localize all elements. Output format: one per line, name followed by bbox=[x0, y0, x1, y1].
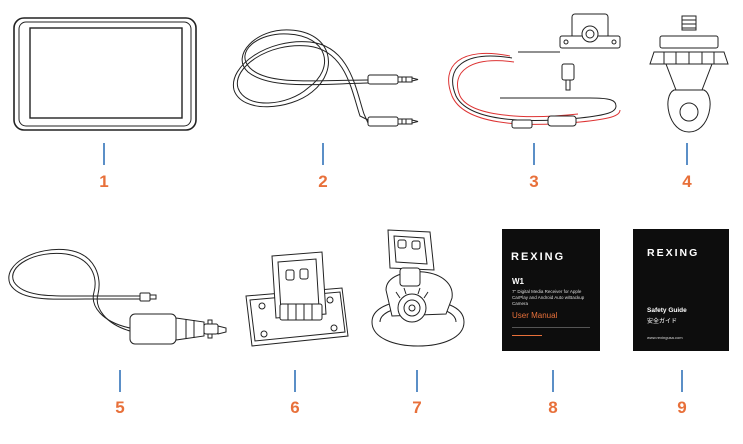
adapter-mount-illustration bbox=[644, 14, 734, 142]
leader-line-5 bbox=[119, 370, 121, 392]
item-number-3: 3 bbox=[529, 172, 539, 191]
leader-line-1 bbox=[103, 143, 105, 165]
item-number-9: 9 bbox=[677, 398, 687, 417]
car-charger-illustration bbox=[6, 248, 238, 354]
display-illustration bbox=[12, 16, 198, 132]
item-number-7: 7 bbox=[412, 398, 422, 417]
manual-brand: REXING bbox=[511, 251, 566, 263]
leader-line-3 bbox=[533, 143, 535, 165]
manual-model: W1 bbox=[512, 277, 524, 286]
item-number-6: 6 bbox=[290, 398, 300, 417]
leader-line-6 bbox=[294, 370, 296, 392]
safety-title: Safety Guide bbox=[647, 307, 687, 314]
leader-line-7 bbox=[416, 370, 418, 392]
manual-accent-line bbox=[512, 335, 542, 336]
adhesive-mount-illustration bbox=[242, 240, 352, 352]
suction-mount-illustration bbox=[366, 226, 470, 350]
item-number-8: 8 bbox=[548, 398, 558, 417]
item-number-4: 4 bbox=[682, 172, 692, 191]
manual-description: 7" Digital Media Receiver for Apple CarP… bbox=[512, 289, 585, 306]
leader-line-8 bbox=[552, 370, 554, 392]
safety-subtitle: 安全ガイド bbox=[647, 318, 678, 325]
safety-url: www.rexingusa.com bbox=[647, 335, 683, 340]
leader-line-9 bbox=[681, 370, 683, 392]
leader-line-4 bbox=[686, 143, 688, 165]
leader-line-2 bbox=[322, 143, 324, 165]
backup-camera-illustration bbox=[440, 6, 640, 138]
safety-brand: REXING bbox=[647, 247, 700, 259]
safety-guide-booklet: REXING Safety Guide 安全ガイド www.rexingusa.… bbox=[633, 229, 729, 351]
item-number-5: 5 bbox=[115, 398, 125, 417]
manual-title: User Manual bbox=[512, 311, 558, 320]
item-number-1: 1 bbox=[99, 172, 109, 191]
manual-divider bbox=[512, 327, 590, 328]
user-manual-booklet: REXING W1 7" Digital Media Receiver for … bbox=[502, 229, 600, 351]
aux-cable-illustration bbox=[228, 28, 424, 138]
item-number-2: 2 bbox=[318, 172, 328, 191]
